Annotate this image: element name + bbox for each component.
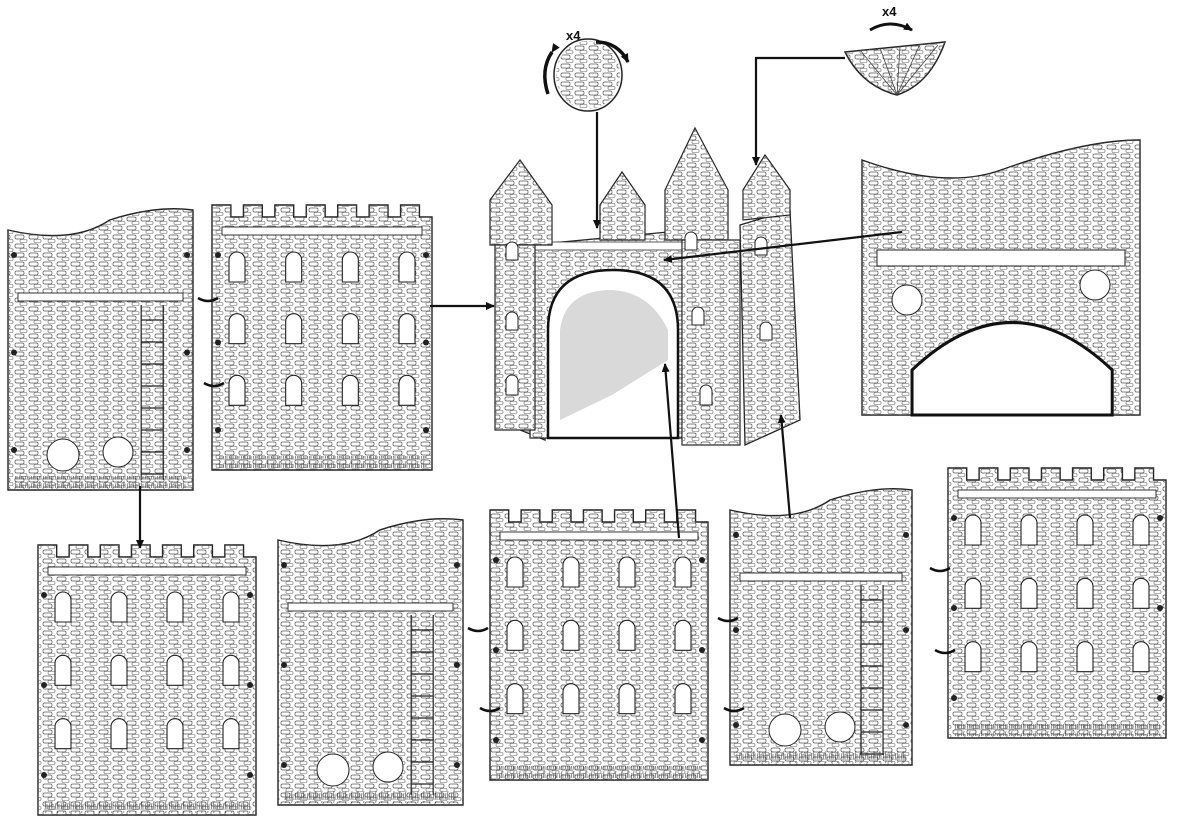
tower-cap-quantity: x4 (566, 28, 581, 43)
cone-roof-icon (843, 22, 947, 96)
arrow-arch-panel-to-castle (663, 230, 903, 264)
panel-connectors (197, 296, 956, 713)
ladder-wall-panel (277, 518, 464, 806)
arch-gate-panel (861, 139, 1141, 417)
arrow-bottom-window-panel-to-castle (661, 363, 681, 539)
cone-roof-quantity: x4 (882, 4, 897, 19)
ladder-wall-panel (729, 488, 913, 766)
tower-cap-icon (543, 38, 630, 112)
window-wall-panel (489, 509, 709, 781)
arrow-bottom-ladder-panel-to-castle (777, 414, 792, 519)
arrow-cone-roof-to-castle (752, 56, 845, 166)
window-wall-panel (37, 544, 257, 816)
window-wall-panel (211, 204, 433, 471)
panel-layer (7, 139, 1167, 816)
castle-icon (489, 126, 801, 446)
assembly-arrows (136, 56, 903, 549)
ladder-wall-panel (7, 208, 194, 491)
window-wall-panel (947, 467, 1167, 739)
